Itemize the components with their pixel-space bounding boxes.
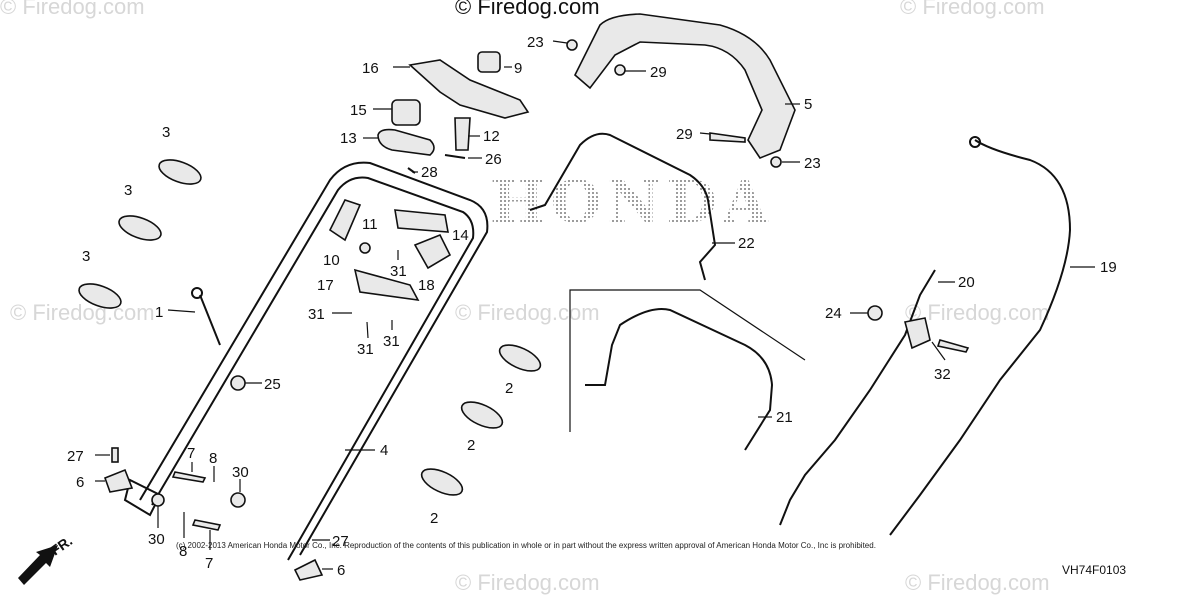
cable-20 (779, 269, 936, 526)
watermark: © Firedog.com (10, 300, 155, 325)
clip-2a (498, 344, 542, 372)
callout-20: 20 (958, 274, 975, 291)
callout-26: 26 (485, 151, 502, 168)
part-24 (867, 305, 883, 321)
upper-handle (574, 13, 796, 159)
callout-12: 12 (483, 128, 500, 145)
callout-5: 5 (804, 96, 812, 113)
top-credit: © Firedog.com (455, 0, 600, 19)
watermark: © Firedog.com (905, 300, 1050, 325)
callout-23b: 23 (804, 155, 821, 172)
callout-16: 16 (362, 60, 379, 77)
callout-29b: 29 (676, 126, 693, 143)
leader-lines (95, 40, 1095, 570)
callout-2c: 2 (430, 510, 438, 527)
callout-7b: 7 (205, 555, 213, 572)
part-23b (770, 156, 782, 168)
part-9 (477, 51, 501, 73)
callout-2a: 2 (505, 380, 513, 397)
part-29 (614, 64, 626, 76)
part-13 (377, 128, 435, 156)
callout-30a: 30 (232, 464, 249, 481)
lower-handle (139, 161, 489, 556)
callout-11: 11 (362, 216, 378, 233)
callout-31d: 31 (383, 333, 400, 350)
part-30b (151, 493, 165, 507)
callout-6a: 6 (76, 474, 84, 491)
callout-15: 15 (350, 102, 367, 119)
callout-3b: 3 (124, 182, 132, 199)
brand-watermark: HONDA (490, 168, 774, 236)
callout-21: 21 (776, 409, 793, 426)
clip-2c (420, 468, 464, 496)
callout-22: 22 (738, 235, 755, 252)
callout-25: 25 (264, 376, 281, 393)
callout-3c: 3 (82, 248, 90, 265)
callout-3a: 3 (162, 124, 170, 141)
part-32 (936, 339, 970, 353)
watermark: © Firedog.com (0, 0, 145, 19)
callout-24: 24 (825, 305, 842, 322)
callout-4: 4 (380, 442, 388, 459)
callout-9: 9 (514, 60, 522, 77)
callout-13: 13 (340, 130, 357, 147)
front-arrow-icon (18, 545, 58, 585)
rod-1 (199, 294, 221, 346)
control-assembly (408, 59, 530, 119)
part-6b (293, 558, 324, 581)
callout-14: 14 (452, 227, 469, 244)
clip-3c (78, 283, 122, 309)
callout-23a: 23 (527, 34, 544, 51)
part-7 (171, 471, 207, 483)
inset-frame (569, 289, 806, 432)
callout-2b: 2 (467, 437, 475, 454)
part-23 (566, 39, 578, 51)
callout-32: 32 (934, 366, 951, 383)
part-6 (103, 468, 134, 493)
callout-8a: 8 (209, 450, 217, 467)
clip-3b (118, 215, 162, 241)
callout-17: 17 (317, 277, 334, 294)
callout-numbers: 1 2 2 2 3 3 3 4 5 6 6 7 7 8 8 9 10 11 12… (67, 34, 1117, 579)
callout-27b: 27 (332, 533, 349, 550)
callout-6b: 6 (337, 562, 345, 579)
diagram-code: VH74F0103 (1062, 563, 1127, 577)
callout-18: 18 (418, 277, 435, 294)
part-12 (454, 117, 471, 151)
part-17 (353, 268, 420, 302)
part-7b (191, 519, 222, 531)
part-27 (111, 447, 119, 463)
bail-21 (585, 308, 774, 451)
part-25 (230, 375, 246, 391)
callout-27a: 27 (67, 448, 84, 465)
callout-31c: 31 (357, 341, 374, 358)
callout-31a: 31 (390, 263, 407, 280)
part-11 (359, 242, 371, 254)
watermark: © Firedog.com (900, 0, 1045, 19)
callout-7a: 7 (187, 445, 195, 462)
callout-19: 19 (1100, 259, 1117, 276)
part-14 (394, 209, 449, 233)
bolt-26 (444, 154, 466, 159)
callout-28: 28 (421, 164, 438, 181)
clip-3a (158, 159, 202, 185)
part-10 (328, 199, 362, 242)
callout-1: 1 (155, 304, 163, 321)
copyright-notice: (c) 2002-2013 American Honda Motor Co., … (176, 541, 876, 550)
part-15 (391, 99, 421, 126)
callout-10: 10 (323, 252, 340, 269)
callout-29a: 29 (650, 64, 667, 81)
part-18 (413, 233, 452, 270)
part-29b (709, 132, 746, 143)
part-30 (230, 492, 246, 508)
callout-30b: 30 (148, 531, 165, 548)
clip-2b (460, 401, 504, 429)
callout-8b: 8 (179, 543, 187, 560)
bail-rod-22 (529, 132, 717, 281)
watermark: © Firedog.com (455, 300, 600, 325)
callout-31b: 31 (308, 306, 325, 323)
cable-19 (889, 139, 1072, 536)
